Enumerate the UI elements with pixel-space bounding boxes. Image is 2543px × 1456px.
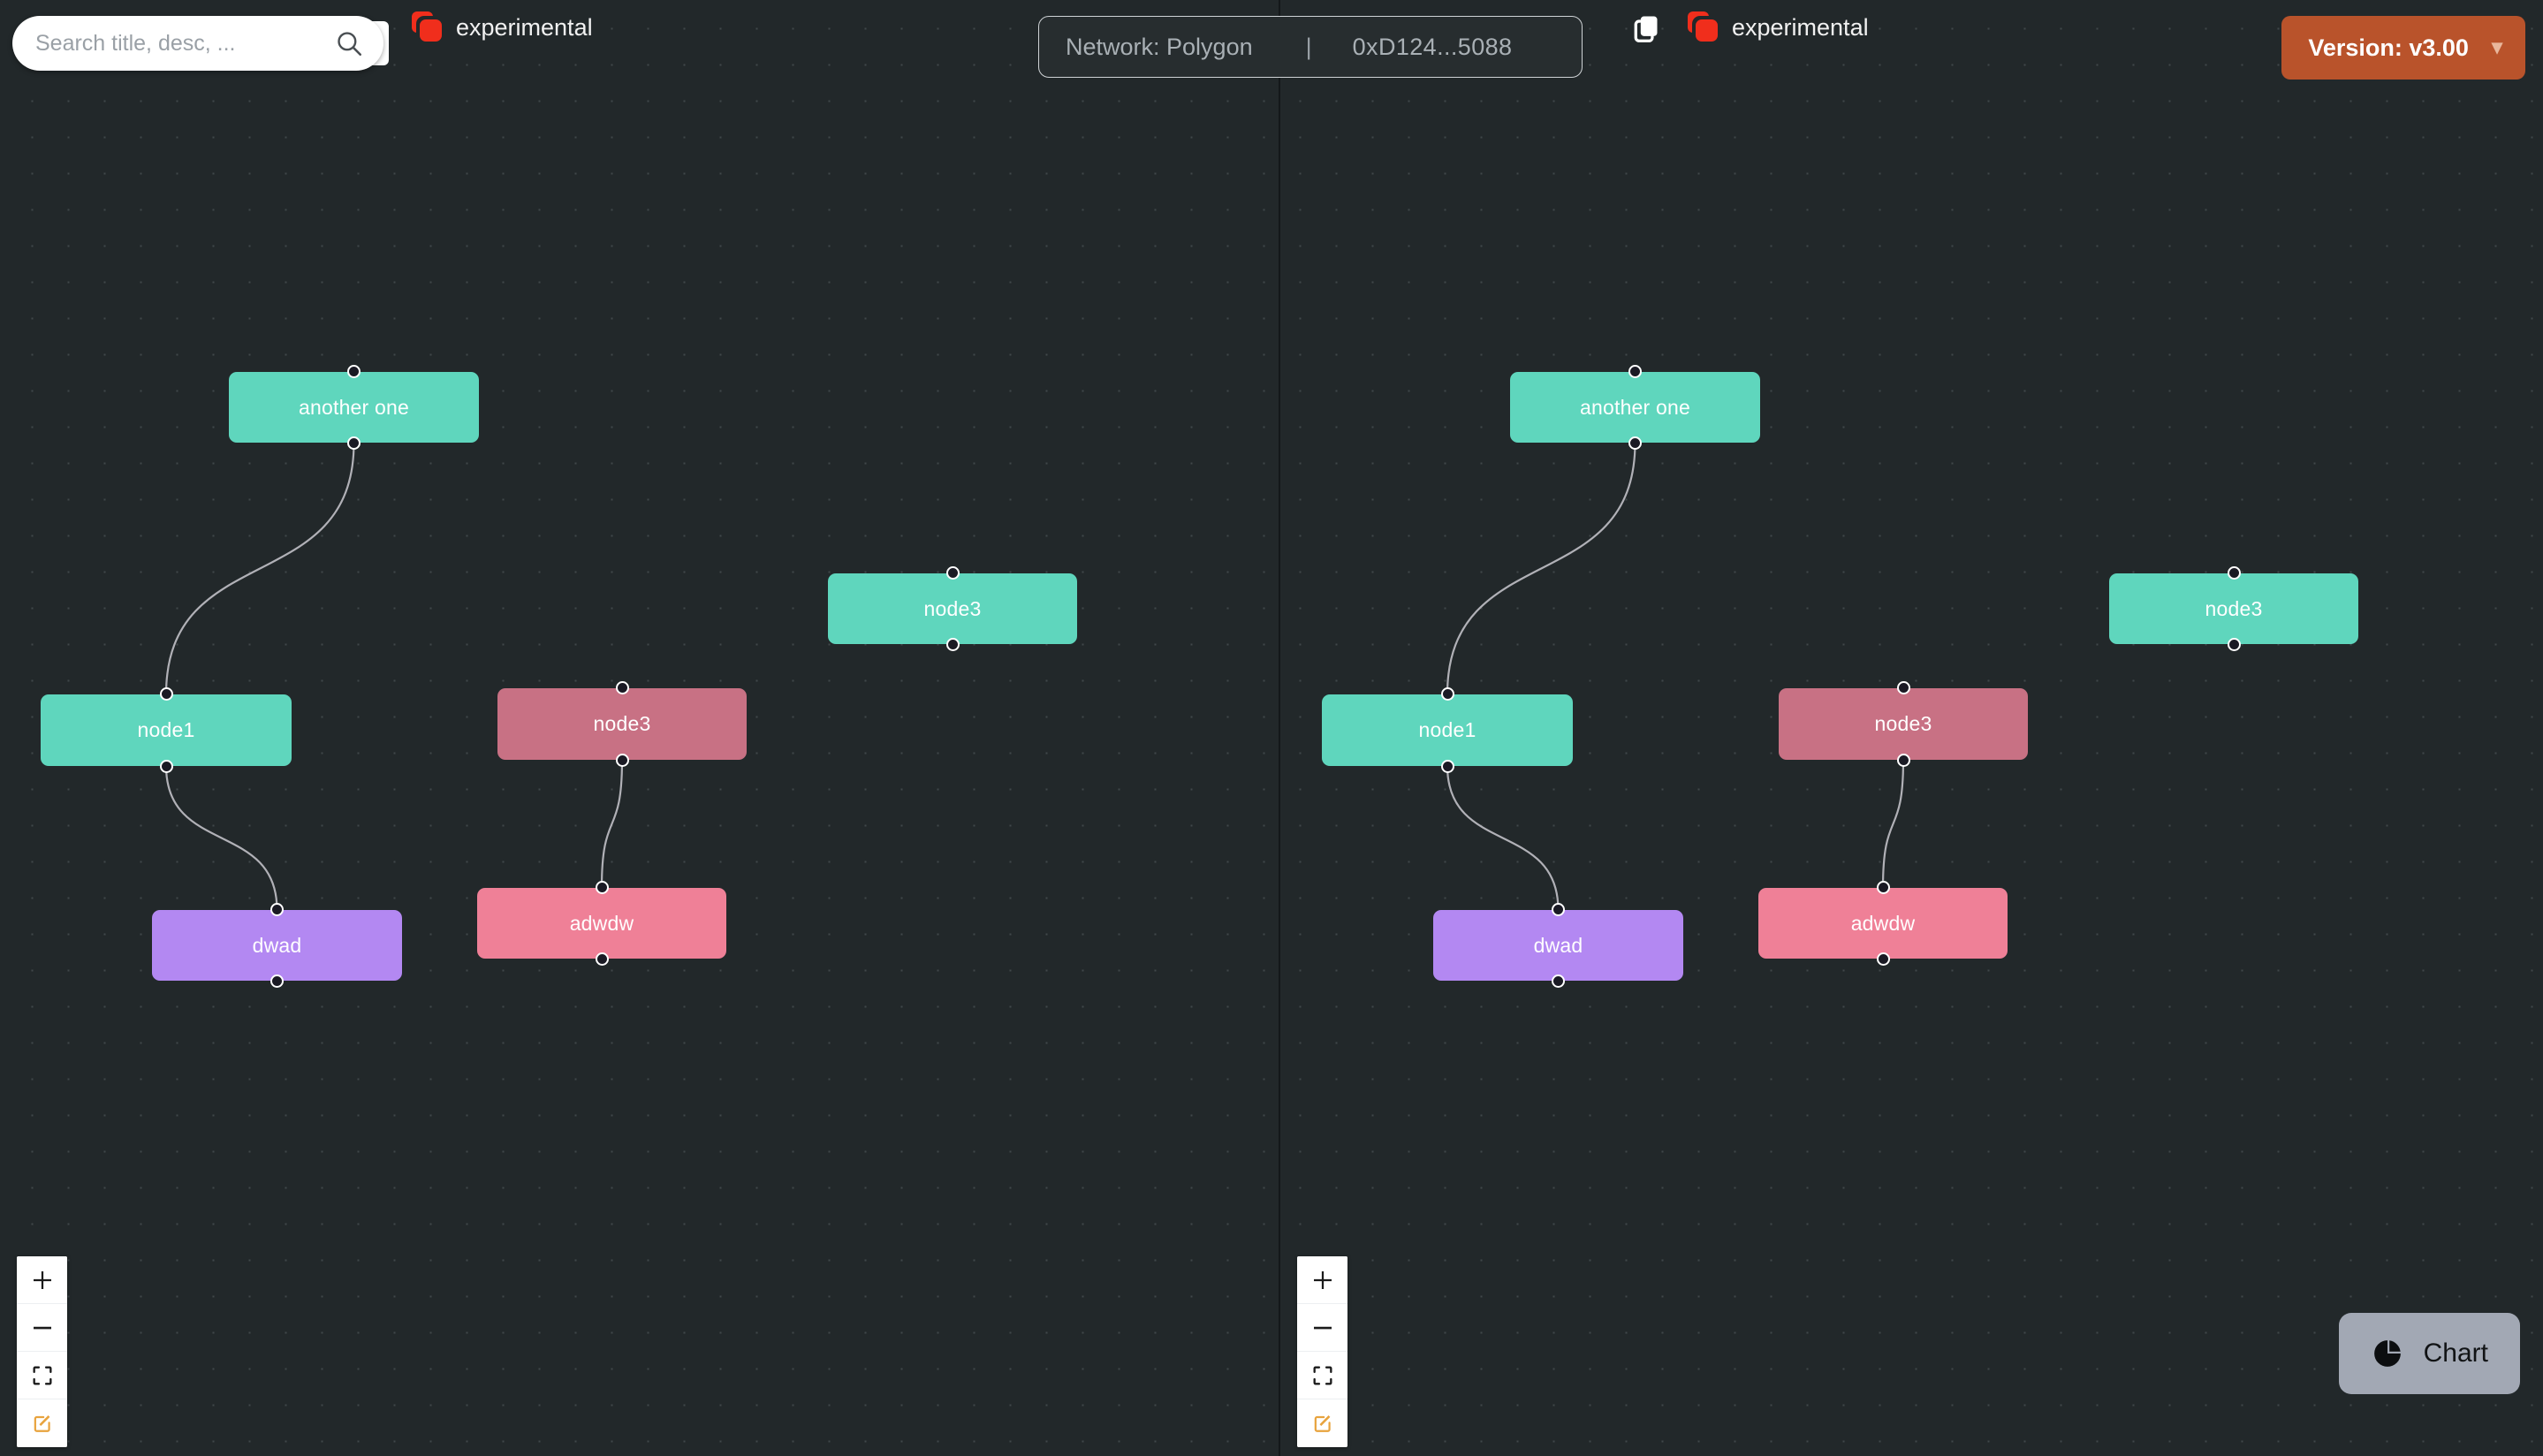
graph-node-dwad[interactable]: dwad: [1433, 903, 1683, 988]
logo-copy-icon: [412, 11, 444, 43]
edit-pencil-icon: [1314, 1415, 1331, 1432]
fit-view-button[interactable]: [1297, 1352, 1347, 1399]
brand-left[interactable]: experimental: [412, 11, 593, 43]
network-separator: |: [1305, 33, 1312, 60]
version-dropdown-button[interactable]: Version: v3.00 ▾: [2281, 16, 2525, 80]
node-handle-source[interactable]: [347, 436, 361, 450]
brand-label-left: experimental: [456, 13, 593, 41]
graph-edge-e-another-node1[interactable]: [1446, 442, 1636, 695]
graph-node-node1[interactable]: node1: [41, 687, 292, 773]
node-handle-source[interactable]: [270, 974, 284, 988]
graph-node-label: adwdw: [569, 911, 634, 935]
zoom-controls-right[interactable]: [1297, 1256, 1347, 1447]
top-bar: experimental Network: Polygon | 0xD124..…: [0, 0, 2543, 97]
zoom-out-button[interactable]: [17, 1304, 67, 1352]
graph-node-node3-rose[interactable]: node3: [1779, 681, 2028, 767]
node-handle-target[interactable]: [1896, 681, 1910, 694]
node-handle-source[interactable]: [1628, 436, 1642, 450]
minus-icon: [1313, 1326, 1332, 1329]
node-handle-source[interactable]: [1896, 754, 1910, 767]
graph-pane-right[interactable]: another one node1 node3 node3 dwad adwdw: [1281, 0, 2543, 1456]
chevron-down-icon: ▾: [2491, 35, 2502, 59]
graph-node-label: node1: [1418, 718, 1476, 741]
graph-node-label: node3: [1874, 712, 1932, 735]
node-handle-source[interactable]: [2227, 638, 2241, 651]
graph-node-adwdw[interactable]: adwdw: [477, 881, 726, 966]
network-label: Network: Polygon: [1066, 33, 1253, 60]
zoom-controls-left[interactable]: [17, 1256, 67, 1447]
brand-right[interactable]: experimental: [1688, 11, 1869, 43]
node-handle-target[interactable]: [347, 365, 361, 378]
edit-pencil-icon: [34, 1415, 50, 1432]
fit-view-icon: [33, 1366, 51, 1384]
graph-node-another-one[interactable]: another one: [229, 365, 479, 450]
node-handle-target[interactable]: [159, 687, 173, 701]
graph-pane-left[interactable]: another one node1 node3 node3 dwad adwdw: [0, 0, 1279, 1456]
graph-node-node3-rose[interactable]: node3: [497, 681, 747, 767]
graph-edge-e-node3-adwdw[interactable]: [1881, 759, 1905, 889]
search-input[interactable]: [35, 30, 334, 57]
node-handle-source[interactable]: [159, 760, 173, 773]
zoom-out-button[interactable]: [1297, 1304, 1347, 1352]
node-handle-source[interactable]: [1440, 760, 1454, 773]
node-handle-source[interactable]: [1876, 952, 1890, 966]
node-handle-target[interactable]: [945, 566, 960, 580]
graph-node-label: node1: [137, 718, 195, 741]
search-icon[interactable]: [334, 28, 364, 58]
node-handle-target[interactable]: [595, 881, 609, 894]
node-handle-target[interactable]: [1552, 903, 1565, 916]
zoom-in-button[interactable]: [1297, 1256, 1347, 1304]
node-handle-target[interactable]: [615, 681, 629, 694]
graph-node-label: node3: [593, 712, 651, 735]
search-box[interactable]: [12, 16, 389, 71]
node-handle-source[interactable]: [615, 754, 629, 767]
graph-node-adwdw[interactable]: adwdw: [1758, 881, 2008, 966]
chart-button-label: Chart: [2423, 1338, 2488, 1368]
chart-button[interactable]: Chart: [2338, 1313, 2520, 1394]
minus-icon: [33, 1326, 51, 1329]
graph-edge-e-node1-dwad[interactable]: [164, 765, 278, 911]
fit-view-icon: [1313, 1366, 1332, 1384]
edit-button[interactable]: [17, 1399, 67, 1447]
edit-button[interactable]: [1297, 1399, 1347, 1447]
graph-edge-e-node1-dwad[interactable]: [1446, 765, 1560, 911]
zoom-in-button[interactable]: [17, 1256, 67, 1304]
graph-edge-e-node3-adwdw[interactable]: [600, 759, 624, 889]
fit-view-button[interactable]: [17, 1352, 67, 1399]
pane-divider[interactable]: [1279, 0, 1280, 1456]
logo-copy-icon: [1688, 11, 1719, 43]
graph-node-node1[interactable]: node1: [1322, 687, 1573, 773]
wallet-address: 0xD124...5088: [1352, 33, 1513, 60]
node-handle-source[interactable]: [945, 638, 960, 651]
graph-node-label: another one: [299, 395, 409, 419]
plus-icon: [1313, 1270, 1332, 1289]
plus-icon: [33, 1270, 51, 1289]
graph-node-label: node3: [2205, 596, 2263, 620]
graph-node-another-one[interactable]: another one: [1510, 365, 1760, 450]
graph-node-node3-teal[interactable]: node3: [2109, 566, 2358, 651]
node-handle-target[interactable]: [1440, 687, 1454, 701]
graph-node-label: dwad: [1533, 933, 1583, 957]
graph-node-label: dwad: [252, 933, 302, 957]
copy-icon[interactable]: [1632, 11, 1666, 46]
network-chip[interactable]: Network: Polygon | 0xD124...5088: [1038, 16, 1583, 78]
graph-node-label: node3: [923, 596, 982, 620]
node-handle-target[interactable]: [270, 903, 284, 916]
node-handle-target[interactable]: [1876, 881, 1890, 894]
pie-chart-icon: [2373, 1340, 2401, 1367]
graph-node-node3-teal[interactable]: node3: [828, 566, 1077, 651]
node-handle-target[interactable]: [1628, 365, 1642, 378]
node-handle-target[interactable]: [2227, 566, 2241, 580]
graph-node-label: another one: [1580, 395, 1690, 419]
brand-label-right: experimental: [1732, 13, 1869, 41]
node-handle-source[interactable]: [1552, 974, 1565, 988]
version-label: Version: v3.00: [2308, 34, 2469, 61]
graph-node-dwad[interactable]: dwad: [152, 903, 402, 988]
graph-edge-e-another-node1[interactable]: [164, 442, 355, 695]
node-handle-source[interactable]: [595, 952, 609, 966]
graph-node-label: adwdw: [1850, 911, 1916, 935]
